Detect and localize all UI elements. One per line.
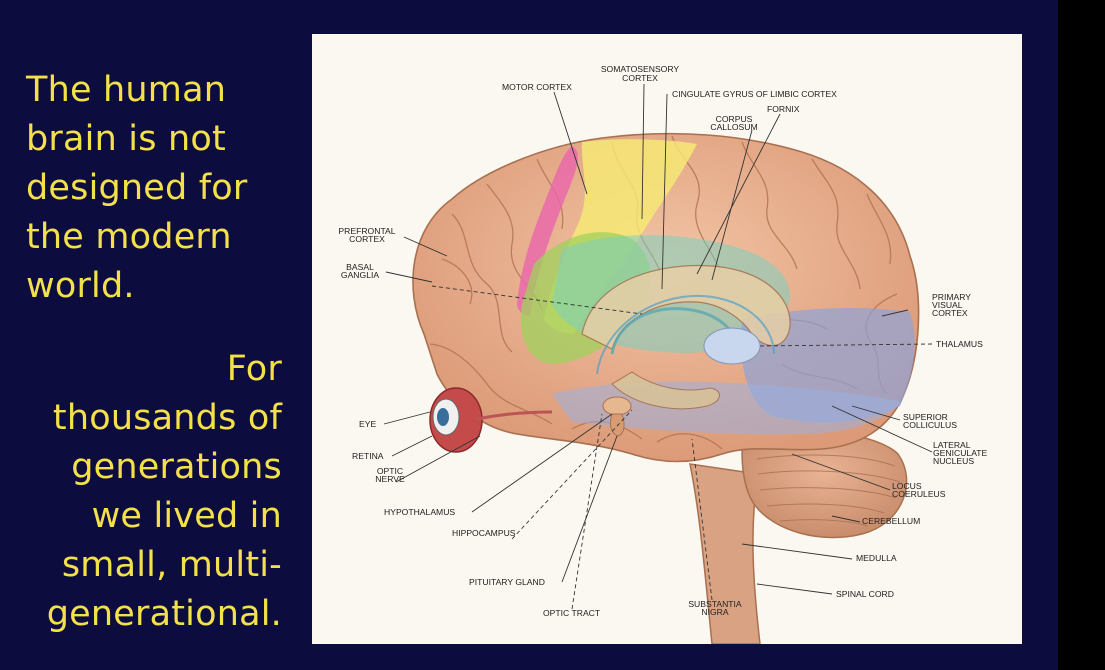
label-cingulate-gyrus: CINGULATE GYRUS OF LIMBIC CORTEX: [672, 89, 837, 99]
label-hippocampus: HIPPOCAMPUS: [452, 528, 516, 538]
history-paragraph: For thousands of generations we lived in…: [0, 345, 282, 639]
text-line: brain is not: [26, 119, 226, 159]
brainstem: [689, 463, 761, 644]
label-fornix: FORNIX: [767, 104, 800, 114]
text-line: world.: [26, 266, 135, 306]
text-line: generational.: [46, 594, 282, 634]
label-optic-tract: OPTIC TRACT: [543, 608, 601, 618]
slide: The human brain is not designed for the …: [0, 0, 1058, 670]
label-cerebellum: CEREBELLUM: [862, 516, 920, 526]
text-line: For: [226, 349, 282, 389]
label-medulla: MEDULLA: [856, 553, 897, 563]
text-line: designed for: [26, 168, 248, 208]
label-hypothalamus: HYPOTHALAMUS: [384, 507, 455, 517]
corpus-callosum: [581, 264, 791, 350]
text-line: the modern: [26, 217, 232, 257]
label-retina: RETINA: [352, 451, 384, 461]
text-line: The human: [26, 70, 227, 110]
text-line: generations: [71, 447, 282, 487]
text-line: we lived in: [91, 496, 282, 536]
label-pituitary-gland: PITUITARY GLAND: [469, 577, 545, 587]
label-motor-cortex: MOTOR CORTEX: [502, 82, 572, 92]
text-line: thousands of: [52, 398, 282, 438]
label-thalamus: THALAMUS: [936, 339, 983, 349]
thalamus: [703, 327, 761, 365]
intro-paragraph: The human brain is not designed for the …: [26, 66, 248, 311]
text-line: small, multi-: [61, 545, 282, 585]
label-spinal-cord: SPINAL CORD: [836, 589, 894, 599]
label-eye: EYE: [359, 419, 376, 429]
hippocampus: [611, 371, 720, 410]
